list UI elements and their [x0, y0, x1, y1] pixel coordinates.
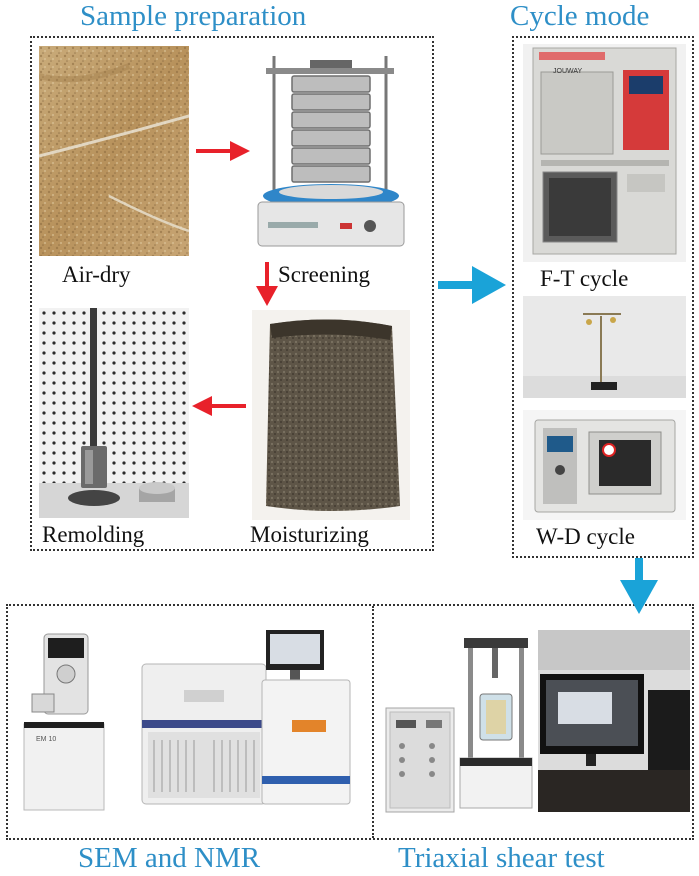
remolding-photo: [39, 308, 189, 518]
blue-arrow-down-icon: [620, 558, 658, 614]
ft-chamber-photo: JOUWAY: [523, 44, 686, 262]
moisturizing-photo: [252, 310, 410, 520]
air-dry-label: Air-dry: [62, 262, 131, 287]
triaxial-computer-photo: [538, 630, 690, 812]
ft-cycle-label: F-T cycle: [540, 266, 629, 291]
sem-photo: EM 10: [14, 624, 114, 814]
screening-photo: [252, 46, 410, 256]
triaxial-frame-photo: [456, 634, 536, 812]
chamber-brand: JOUWAY: [553, 68, 583, 75]
red-arrow-down-icon: [256, 262, 278, 306]
sem-model-label: EM 10: [36, 736, 57, 743]
remolding-label: Remolding: [42, 522, 145, 547]
testing-divider: [372, 606, 374, 838]
ft-sample-photo: [523, 296, 686, 398]
cycle-mode-title: Cycle mode: [510, 0, 650, 32]
cycle-mode-frame: [512, 36, 694, 558]
red-arrow-left-icon: [192, 396, 246, 416]
red-arrow-right-icon: [196, 141, 250, 161]
air-dry-photo: [39, 46, 189, 256]
nmr-cabinet-photo: [258, 630, 354, 810]
triaxial-title: Triaxial shear test: [398, 842, 605, 874]
sem-nmr-title: SEM and NMR: [78, 842, 261, 874]
wd-cycle-label: W-D cycle: [536, 524, 635, 549]
screening-label: Screening: [278, 262, 370, 287]
testing-frame: [6, 604, 694, 840]
triaxial-controller-photo: [384, 706, 456, 814]
moisturizing-label: Moisturizing: [250, 522, 369, 547]
sample-preparation-frame: [30, 36, 434, 551]
wd-oven-photo: [523, 410, 686, 520]
sample-preparation-title: Sample preparation: [80, 0, 307, 32]
nmr-console-photo: [140, 660, 268, 810]
blue-arrow-right-icon: [438, 266, 506, 304]
